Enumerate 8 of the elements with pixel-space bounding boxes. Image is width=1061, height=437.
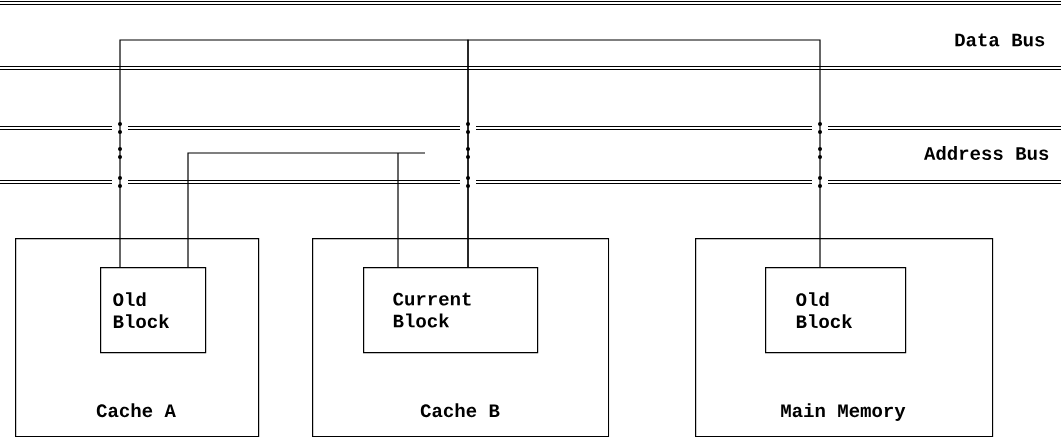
connector-line	[119, 39, 469, 268]
block-box: Old Block	[765, 267, 907, 354]
block-box: Current Block	[363, 267, 539, 354]
bus-label: Address Bus	[922, 144, 1052, 162]
connector-line	[467, 39, 821, 268]
connector-line	[187, 152, 426, 268]
block-box: Old Block	[100, 267, 207, 354]
bus-label: Data Bus	[952, 31, 1048, 49]
